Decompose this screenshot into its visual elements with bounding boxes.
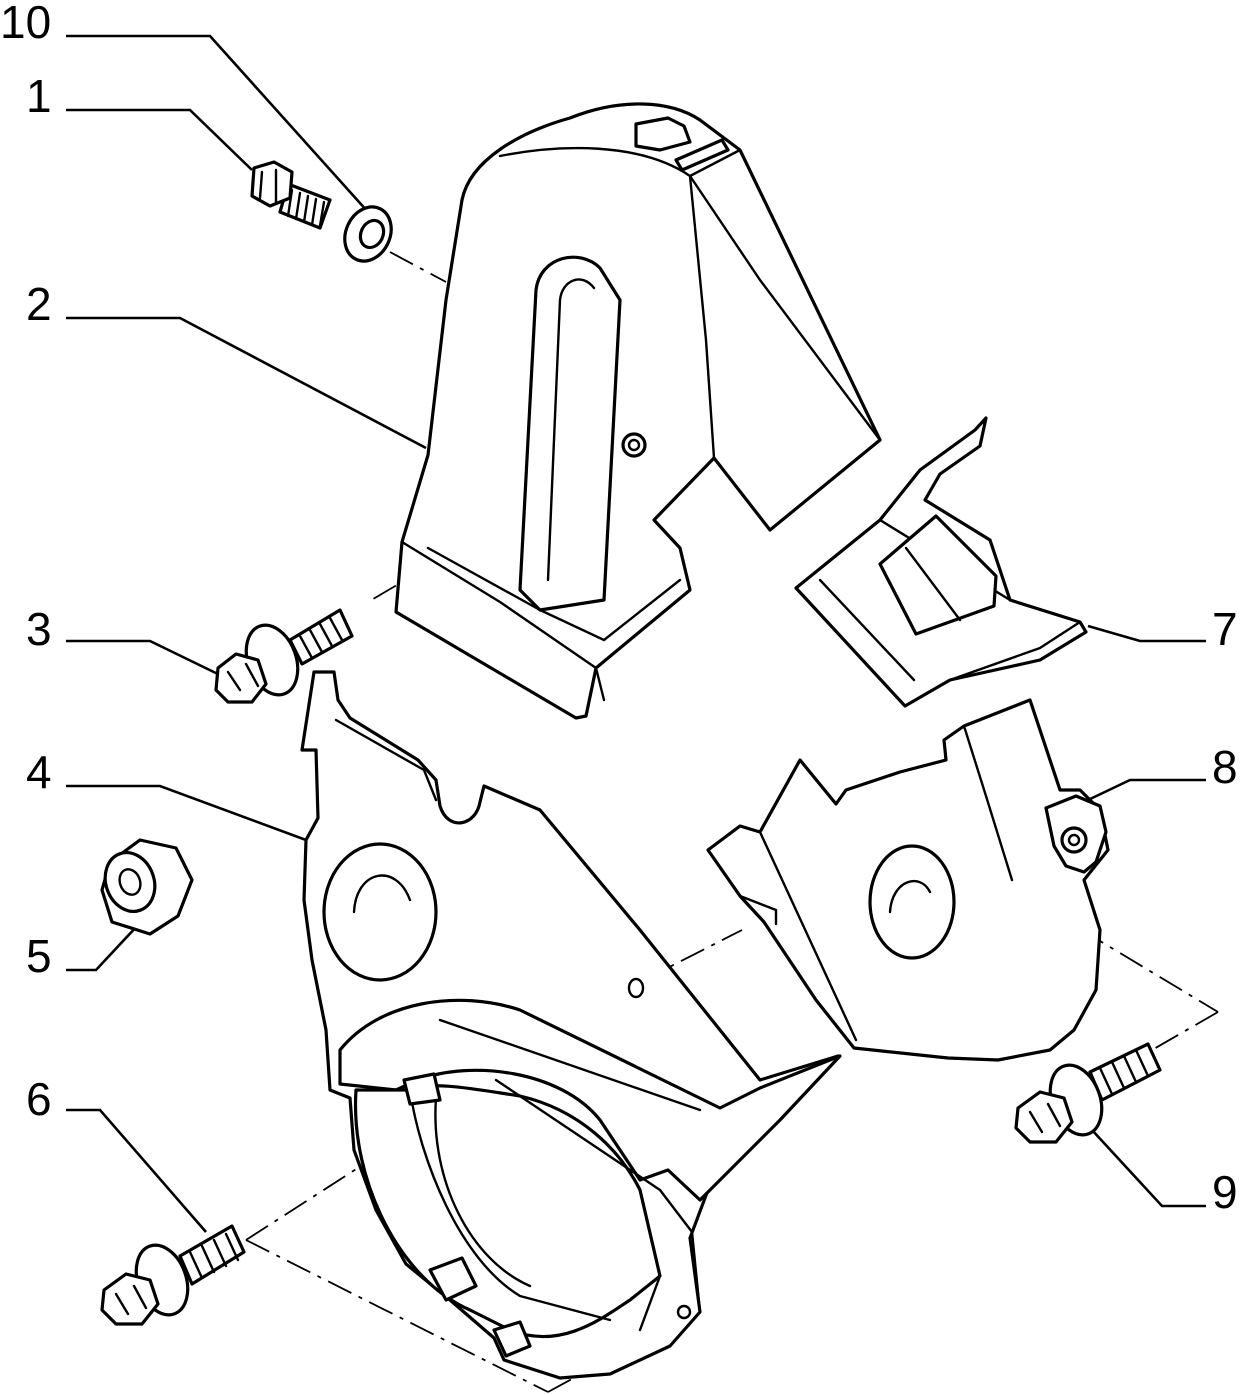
callout-5: 5	[26, 930, 52, 982]
leader-10	[66, 34, 369, 213]
leader-9	[1091, 1129, 1206, 1208]
leader-4	[66, 784, 307, 842]
bolt-part-1	[250, 160, 332, 230]
washer-part-10	[343, 205, 393, 263]
leader-1	[66, 108, 253, 171]
bolt-part-6	[100, 1224, 246, 1326]
callout-2: 2	[26, 278, 52, 330]
upper-cover-part-2	[394, 102, 882, 720]
callout-10: 10	[0, 0, 51, 48]
bolt-part-9	[1014, 1042, 1162, 1144]
leader-6	[66, 1108, 207, 1233]
lower-right-cover-part-8	[706, 698, 1110, 1062]
callout-4: 4	[26, 746, 52, 798]
leader-lines	[66, 34, 1206, 1233]
callout-9: 9	[1212, 1166, 1238, 1218]
callout-7: 7	[1212, 603, 1238, 655]
leader-2	[66, 316, 427, 450]
bolt-part-3	[214, 608, 354, 704]
leader-5	[66, 924, 139, 972]
callout-3: 3	[26, 603, 52, 655]
callout-1: 1	[26, 70, 52, 122]
lower-cover-part-4	[300, 670, 842, 1380]
callout-8: 8	[1212, 741, 1238, 793]
callout-6: 6	[26, 1073, 52, 1125]
leader-3	[66, 639, 223, 678]
cover-clip-part-7	[794, 416, 1088, 708]
leader-8	[1087, 778, 1206, 802]
flange-nut-part-5	[100, 838, 194, 936]
leader-7	[1087, 624, 1206, 643]
